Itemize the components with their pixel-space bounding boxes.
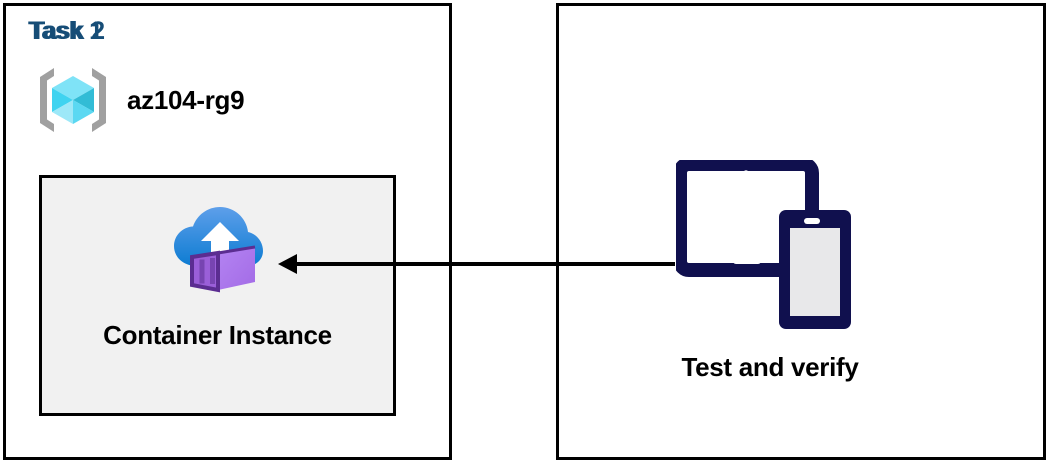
task-2-title: Task 2 xyxy=(30,17,105,45)
resource-group-row: az104-rg9 xyxy=(33,60,245,140)
resource-group-label: az104-rg9 xyxy=(127,84,245,115)
test-and-verify-label: Test and verify xyxy=(681,352,859,382)
container-instance-label: Container Instance xyxy=(103,320,332,350)
task2-to-container-arrow xyxy=(278,254,675,274)
container-instance-box: Container Instance xyxy=(39,175,396,416)
task-1-title: Task 1 xyxy=(28,17,103,45)
resource-group-cube-icon xyxy=(33,60,113,140)
